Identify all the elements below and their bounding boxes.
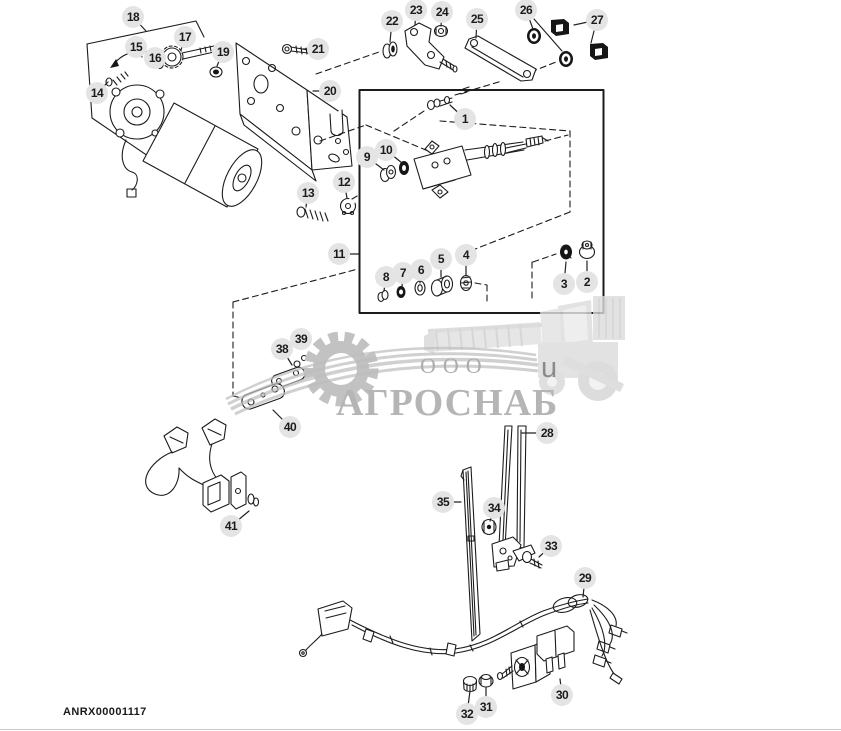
- dashed-lines: [232, 51, 571, 400]
- nut-19: [209, 66, 223, 78]
- grommets-26: [527, 18, 573, 67]
- clips-27: [551, 19, 608, 60]
- pivot-shaft-assembly: [413, 135, 549, 199]
- nut-24: [433, 24, 449, 38]
- washers-9-10: [379, 161, 409, 183]
- bushing-22: [382, 41, 398, 59]
- wiper-blade-35: [460, 466, 481, 642]
- bottom-rule: [0, 729, 841, 730]
- screw-21: [281, 43, 309, 55]
- washer-row: [377, 274, 473, 303]
- spring-14: [105, 71, 129, 87]
- clip-12: [339, 197, 357, 216]
- screw-13: [296, 206, 329, 222]
- screw-1: [426, 95, 453, 111]
- assembly-box-11: [358, 89, 605, 314]
- wiring-harness-29: [298, 594, 628, 685]
- nut-34: [481, 518, 497, 536]
- kit-outline-18: [86, 20, 205, 157]
- harness-41: [145, 418, 260, 513]
- wiper-motor: [109, 84, 263, 208]
- gear-emblem: [303, 331, 379, 407]
- bracket-20: [235, 42, 353, 182]
- nut-31: [478, 673, 494, 688]
- bolt-33: [521, 550, 543, 569]
- link-arm-25: [464, 35, 537, 82]
- part-code-label: ANRX00001117: [63, 706, 147, 718]
- bracket-23: [404, 22, 458, 73]
- switch-30: [496, 625, 575, 690]
- nut-2-washer-3: [560, 240, 596, 260]
- swoosh-lines: [225, 346, 539, 416]
